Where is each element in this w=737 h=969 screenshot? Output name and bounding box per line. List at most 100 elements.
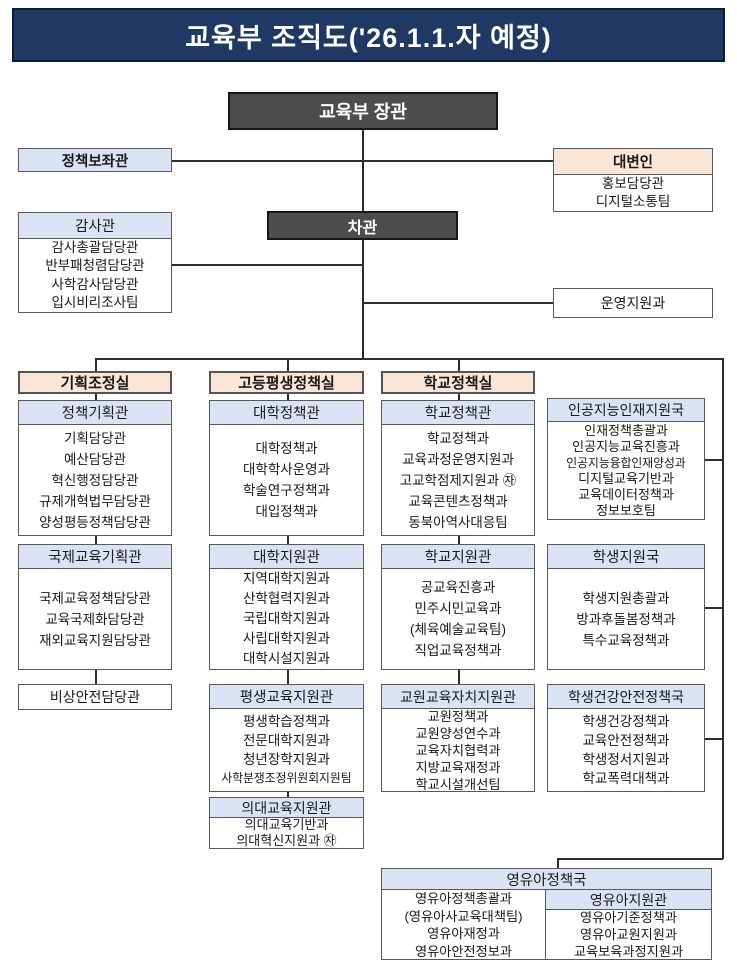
org-unit-item: 교육보육과정지원과: [573, 943, 684, 959]
org-unit-item: 국립대학지원과: [243, 611, 330, 626]
org-unit-item: 인공지능교육진흥과: [572, 438, 680, 454]
org-unit-item: 고교학점제지원과 ㉶: [399, 472, 517, 488]
office-title: 교원교육자치지원관: [382, 685, 534, 709]
bureau-title: 학생지원국: [548, 545, 704, 569]
org-unit-item: 대학시설지원과: [243, 651, 330, 666]
connector-line: [287, 670, 289, 684]
connector-line: [95, 358, 723, 360]
org-unit-item: 직업교육정책과: [414, 643, 502, 658]
org-unit-item: 국제교육정책담당관: [39, 590, 151, 606]
org-unit-item: 사학감사담당관: [51, 276, 139, 292]
org-unit-item: 혁신행정담당관: [51, 472, 139, 488]
bureau-title: 학생건강안전정책국: [548, 685, 704, 709]
org-unit-item: (체육예술교육팀): [410, 622, 506, 637]
org-unit-item: 영유아교원지원과: [579, 926, 678, 942]
org-unit-item: 학술연구정책과: [243, 483, 330, 498]
connector-line: [95, 536, 97, 544]
policy-advisor-box: 정책보좌관: [18, 148, 172, 172]
org-unit-item: 영유아정책총괄과: [414, 891, 513, 907]
connector-line: [557, 858, 723, 860]
org-unit-item: 인공지능융합인재양성과: [566, 455, 686, 470]
org-unit-item: 사학분쟁조정위원회지원팀: [221, 771, 352, 785]
org-unit-item: 대입정책과: [255, 504, 318, 519]
page-title: 교육부 조직도('26.1.1.자 예정): [12, 8, 725, 62]
org-unit-item: 영유아안전정보과: [414, 943, 513, 959]
connector-line: [95, 394, 97, 400]
org-unit-item: 학교정책과: [426, 430, 490, 446]
org-unit-item: 의대혁신지원과 ㉶: [236, 833, 337, 848]
connector-line: [172, 160, 553, 162]
connector-line: [287, 358, 289, 371]
org-unit-item: 교육과정운영지원과: [402, 451, 514, 467]
org-unit-item: (영유아사교육대책팀): [404, 908, 523, 924]
org-unit-item: 입시비리조사팀: [51, 295, 139, 310]
org-unit-item: 학생지원총괄과: [582, 590, 670, 606]
office-title: 감사관: [19, 213, 171, 239]
org-unit-item: 교육안전정책과: [582, 733, 670, 748]
org-unit-item: 산학협력지원과: [243, 591, 330, 606]
org-unit-item: 공교육진흥과: [420, 580, 496, 595]
office-title: 정책기획관: [19, 401, 171, 425]
org-unit-item: 교육국제화담당관: [45, 611, 145, 627]
org-unit-item: 양성평등정책담당관: [39, 514, 151, 530]
org-unit-item: 반부패청렴담당관: [45, 258, 145, 273]
connector-line: [705, 607, 722, 609]
office-title: 국제교육기획관: [19, 545, 171, 569]
connector-line: [362, 130, 364, 359]
org-unit-item: 디지털소통팀: [595, 194, 671, 209]
org-unit-item: 방과후돌봄정책과: [576, 611, 676, 627]
office-title: 학교정책관: [382, 401, 534, 425]
org-unit-item: 학교폭력대책과: [582, 771, 670, 786]
connector-line: [458, 358, 460, 371]
org-unit-item: 교육자치협력과: [415, 742, 501, 758]
org-unit-item: 학생정서지원과: [582, 752, 670, 767]
org-unit-item: 지역대학지원과: [243, 571, 330, 586]
connector-line: [557, 858, 559, 868]
org-unit-item: 대학정책과: [255, 441, 318, 456]
bureau-title: 영유아정책국: [382, 869, 711, 890]
connector-line: [287, 394, 289, 400]
org-unit-item: 대학학사운영과: [243, 462, 330, 477]
emergency-safety-box: 비상안전담당관: [18, 684, 172, 710]
org-unit-item: 교육콘텐츠정책과: [408, 493, 508, 509]
org-unit-item: 교육데이터정책과: [578, 486, 674, 502]
org-unit-item: 기획담당관: [63, 430, 127, 446]
org-unit-item: 홍보담당관: [601, 175, 665, 191]
connector-line: [362, 302, 553, 304]
division-header-higher-lifelong: 고등평생정책실: [209, 371, 364, 394]
connector-line: [458, 394, 460, 400]
org-unit-item: 학교시설개선팀: [415, 776, 501, 792]
org-unit-item: 인재정책총괄과: [584, 422, 668, 438]
connector-line: [172, 264, 362, 266]
org-unit-item: 지방교육재정과: [415, 759, 501, 775]
division-header-school-policy: 학교정책실: [381, 371, 535, 394]
division-header-planning: 기획조정실: [18, 371, 172, 394]
org-unit-item: 교원양성연수과: [415, 725, 501, 741]
org-unit-item: 예산담당관: [63, 451, 127, 467]
office-title: 학교지원관: [382, 545, 534, 569]
org-unit-item: 영유아기준정책과: [579, 910, 678, 925]
org-unit-item: 교원정책과: [427, 709, 489, 724]
connector-line: [458, 670, 460, 684]
